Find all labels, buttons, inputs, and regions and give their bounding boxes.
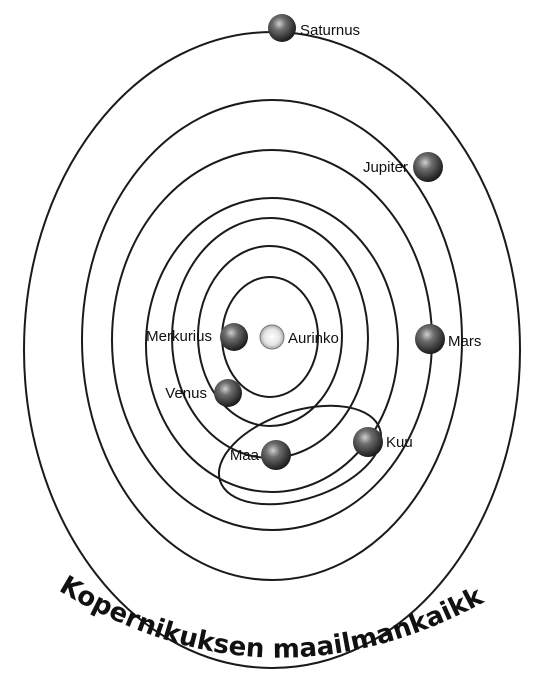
jupiter-label: Jupiter <box>363 159 408 176</box>
sun-label: Aurinko <box>288 330 339 347</box>
jupiter-icon <box>413 152 443 182</box>
earth-icon <box>261 440 291 470</box>
venus-label: Venus <box>165 385 207 402</box>
moon-icon <box>353 427 383 457</box>
sun-icon <box>260 325 284 349</box>
mars-icon <box>415 324 445 354</box>
mercury-label: Merkurius <box>146 328 212 345</box>
mars-label: Mars <box>448 333 481 350</box>
saturn-orbit <box>24 32 520 668</box>
saturn-label: Saturnus <box>300 22 360 39</box>
moon-label: Kuu <box>386 434 413 451</box>
orbits <box>24 32 520 668</box>
saturn-icon <box>268 14 296 42</box>
venus-icon <box>214 379 242 407</box>
earth-label: Maa <box>230 447 260 464</box>
mercury-icon <box>220 323 248 351</box>
